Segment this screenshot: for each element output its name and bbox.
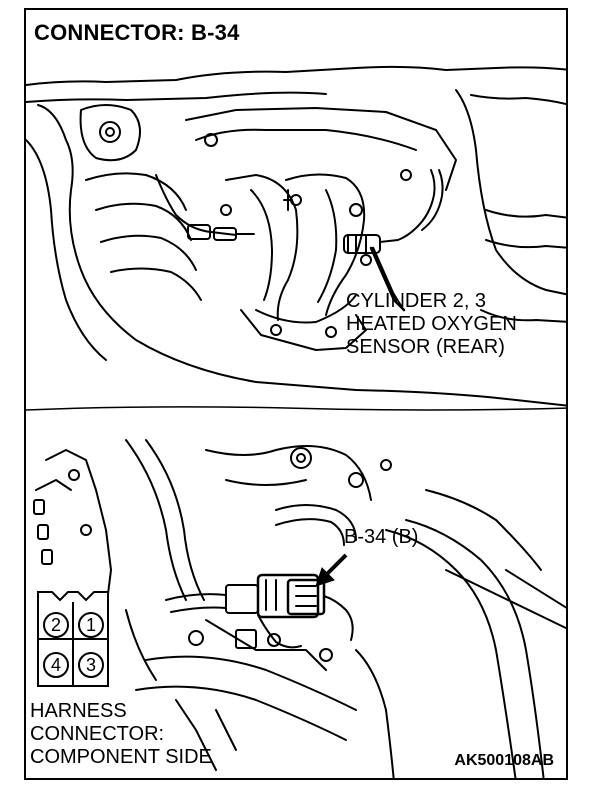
sensor-callout-line3: SENSOR (REAR) (346, 336, 505, 358)
page-title: CONNECTOR: B-34 (34, 20, 240, 45)
harness-label-line3: COMPONENT SIDE (30, 746, 212, 768)
pin-4: 4 (43, 652, 69, 678)
engine-illustration (26, 65, 566, 778)
harness-label-line2: CONNECTOR: (30, 723, 165, 745)
sensor-callout-line2: HEATED OXYGEN (346, 313, 517, 335)
sensor-callout-line1: CYLINDER 2, 3 (346, 290, 487, 312)
pin-2: 2 (43, 612, 69, 638)
harness-label-line1: HARNESS (30, 700, 127, 722)
pin-1: 1 (78, 612, 104, 638)
connector-callout: B-34 (B) (344, 526, 419, 548)
pin-3: 3 (78, 652, 104, 678)
figure-code: AK500108AB (454, 752, 554, 769)
